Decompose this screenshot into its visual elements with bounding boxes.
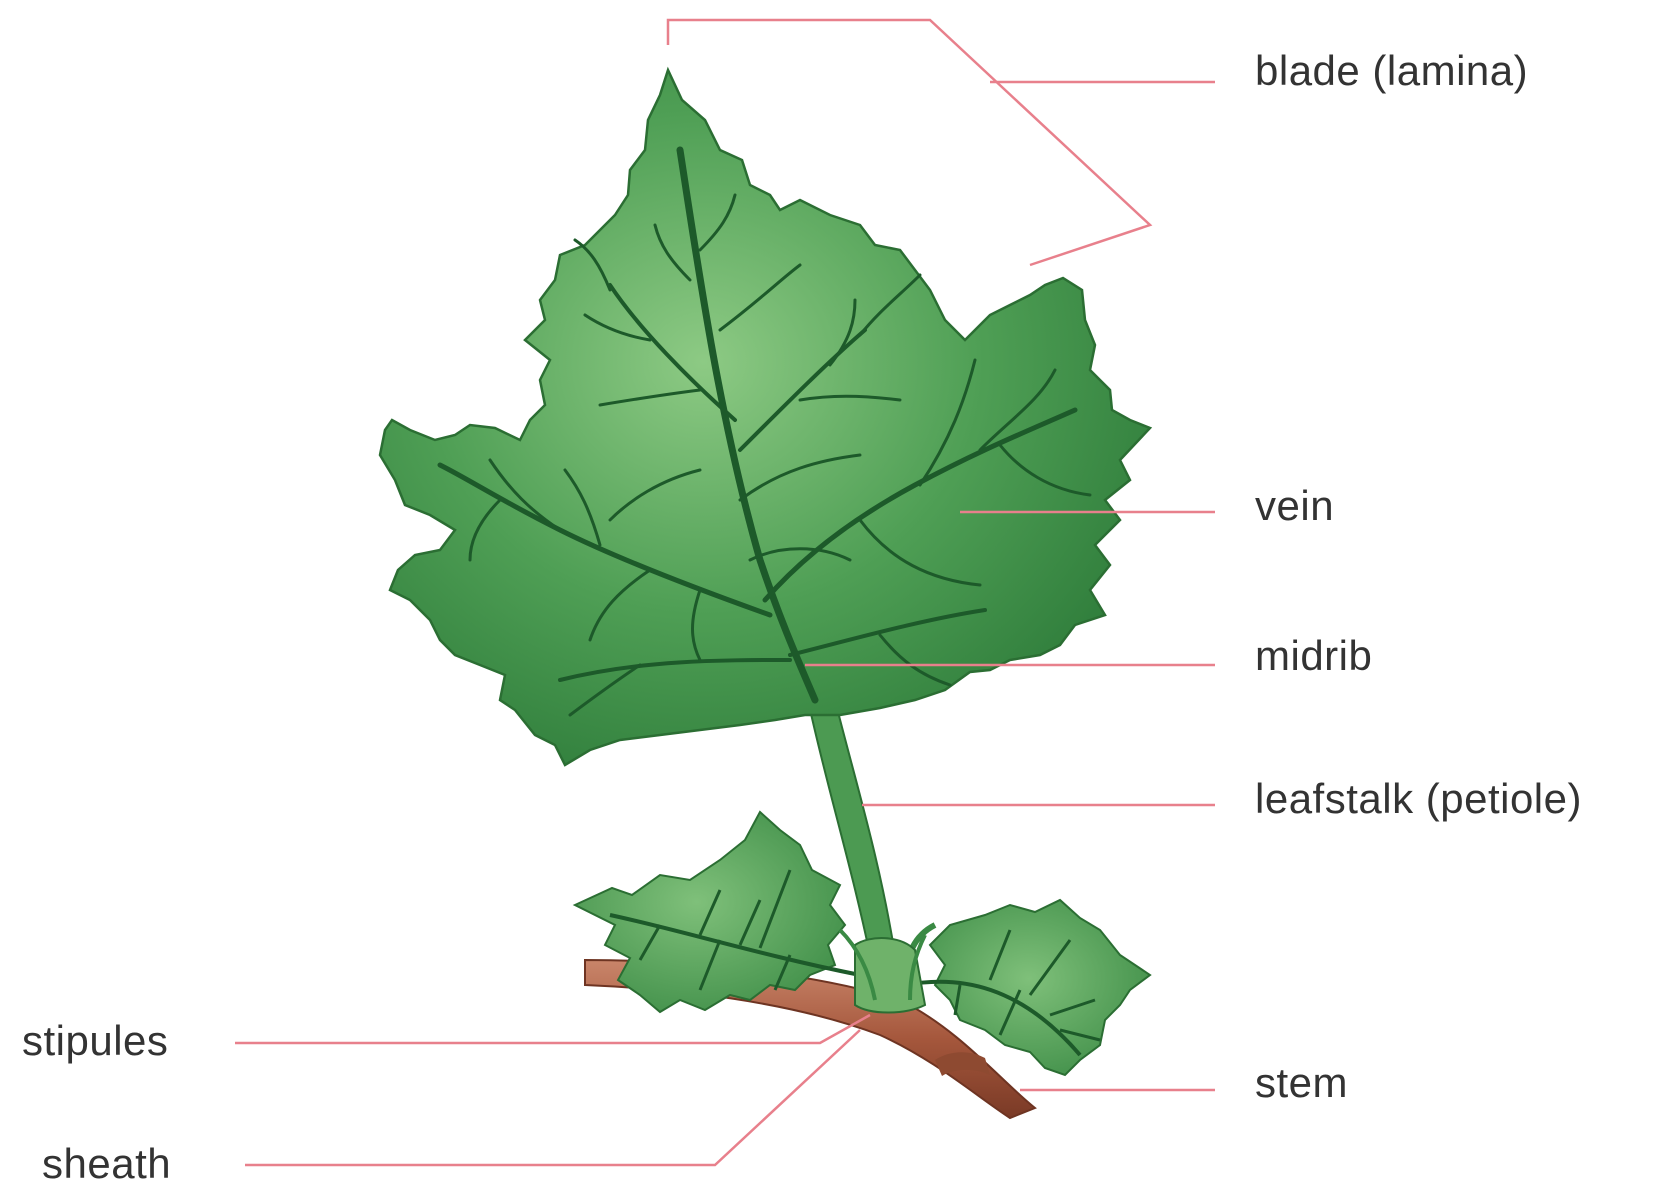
label-stipules: stipules bbox=[22, 1020, 168, 1062]
label-sheath: sheath bbox=[42, 1143, 171, 1185]
label-midrib: midrib bbox=[1255, 635, 1372, 677]
label-blade-lamina: blade (lamina) bbox=[1255, 50, 1528, 92]
label-leafstalk-petiole: leafstalk (petiole) bbox=[1255, 778, 1582, 820]
leader-line-stipules bbox=[235, 1015, 870, 1043]
label-vein: vein bbox=[1255, 485, 1334, 527]
label-stem: stem bbox=[1255, 1062, 1348, 1104]
leader-line-sheath bbox=[245, 1030, 860, 1165]
